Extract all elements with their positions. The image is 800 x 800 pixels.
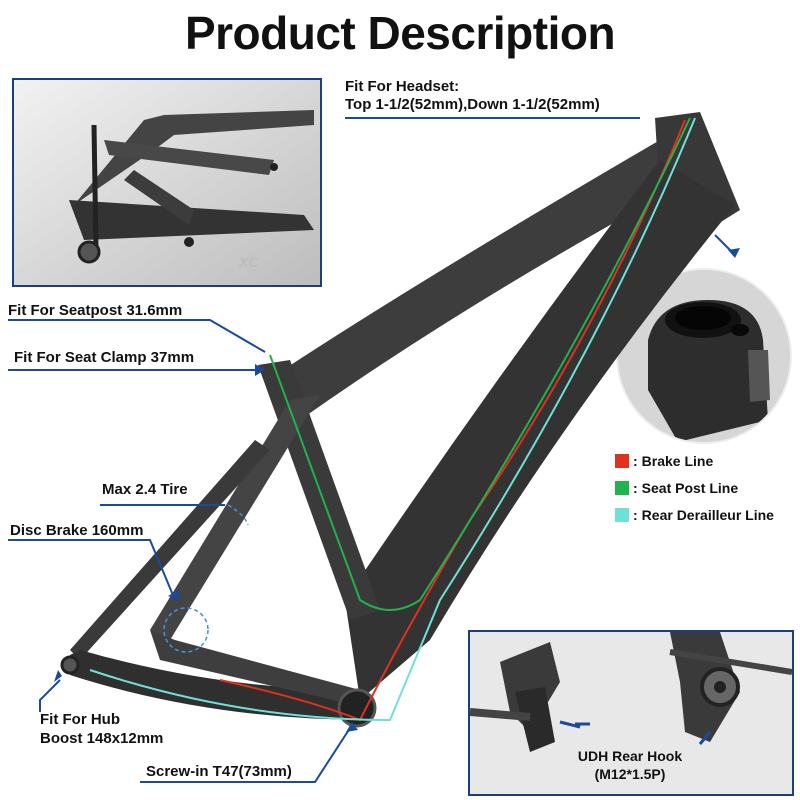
udh-label-line1: UDH Rear Hook [577,748,683,764]
rear-dropout [60,655,80,675]
seatpost-label: Fit For Seatpost 31.6mm [8,302,183,319]
legend-item-derailleur: : Rear Derailleur Line [615,501,774,528]
legend-label: Seat Post Line [641,479,739,496]
legend-separator: : [633,506,638,523]
legend-separator: : [633,452,638,469]
legend-item-seatpost: : Seat Post Line [615,474,774,501]
udh-rear-hook-inset-image: UDH Rear Hook (M12*1.5P) [468,630,794,796]
hub-label-line1: Fit For Hub [40,711,120,728]
bottom-bracket-label: Screw-in T47(73mm) [146,763,292,780]
legend-label: Rear Derailleur Line [641,506,774,523]
legend-separator: : [633,479,638,496]
tire-label: Max 2.4 Tire [102,481,188,498]
chain-stay-upper [150,630,360,705]
page-title: Product Description [184,7,616,59]
derailleur-line-path [89,117,696,722]
seat-clamp-label: Fit For Seat Clamp 37mm [14,349,195,366]
brake-line-path [219,119,686,722]
routing-legend: : Brake Line : Seat Post Line : Rear Der… [615,447,774,528]
seat-stay [150,395,320,640]
legend-label: Brake Line [641,452,714,469]
seat-stay-rear [70,440,270,660]
rear-triangle-inset-image: XC [12,78,322,287]
tire-clearance-marker [227,504,249,526]
seatpost-line-path [269,117,691,611]
chain-stay [70,650,370,720]
udh-label-line2: (M12*1.5P) [594,766,666,782]
disc-brake-label: Disc Brake 160mm [10,522,144,539]
hub-label-line2: Boost 148x12mm [40,730,164,747]
headset-label-line1: Fit For Headset: [345,78,460,95]
disc-brake-marker [163,607,209,653]
brake-line-swatch [615,453,629,468]
top-tube [280,140,700,420]
frame-logo-inset: XC [238,254,259,270]
legend-item-brake: : Brake Line [615,447,774,474]
bottom-bracket [337,688,377,728]
derailleur-line-swatch [615,507,629,522]
headset-label-line2: Top 1-1/2(52mm),Down 1-1/2(52mm) [345,96,600,113]
seatpost-line-swatch [615,480,629,495]
